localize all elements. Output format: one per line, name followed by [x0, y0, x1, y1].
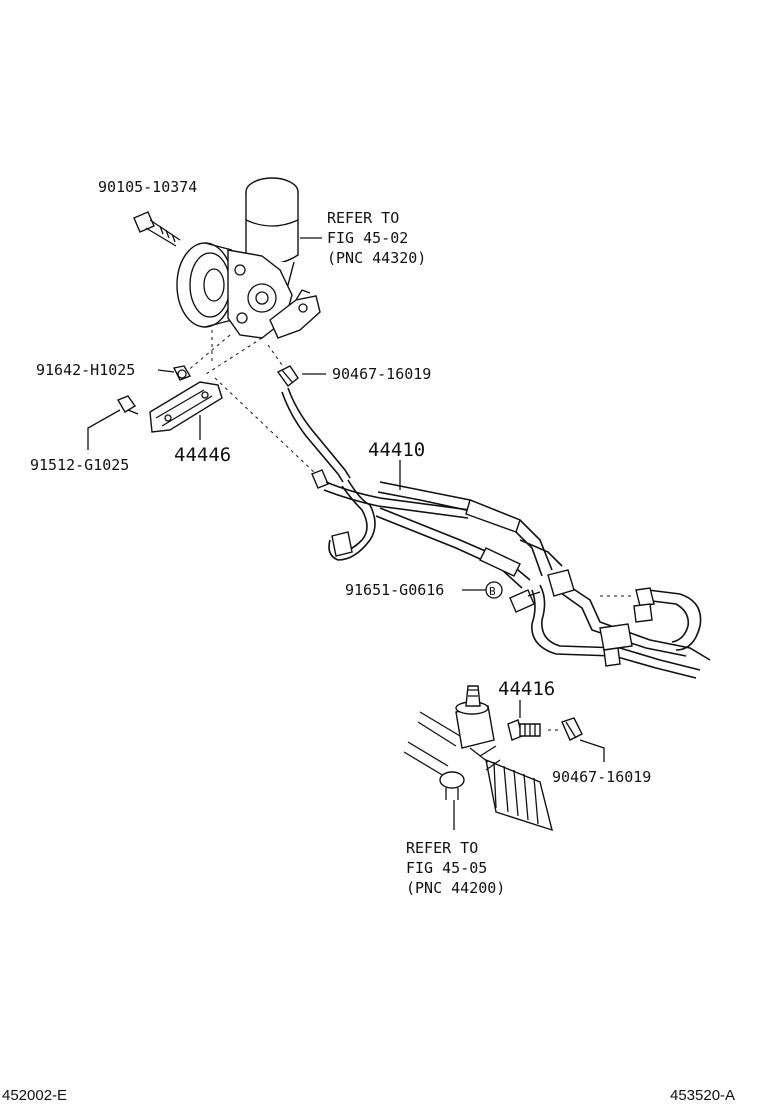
hose-clip-top	[276, 365, 299, 388]
label-clamp-bolt: 91651-G0616	[345, 581, 444, 599]
label-hose-assembly: 44410	[368, 439, 425, 461]
union-fitting	[507, 719, 541, 741]
footer-right-code: 453520-A	[670, 1087, 735, 1104]
label-pump-bolt: 90105-10374	[98, 178, 197, 196]
clamp-bolt	[509, 589, 541, 613]
refer-pump-line3: (PNC 44320)	[327, 249, 426, 267]
label-union: 44416	[498, 678, 555, 700]
refer-rack-line2: FIG 45-05	[406, 859, 487, 877]
clamp-marker-label: B	[489, 585, 496, 598]
label-lower-bolt: 91512-G1025	[30, 456, 129, 474]
footer-left-code: 452002-E	[2, 1087, 67, 1104]
pressure-hose-assembly	[281, 387, 711, 679]
pump-bracket	[149, 381, 223, 433]
steering-rack	[403, 685, 553, 832]
refer-rack-line3: (PNC 44200)	[406, 879, 505, 897]
lower-bolt	[116, 395, 139, 415]
hose-clip-bottom	[561, 717, 583, 741]
refer-pump-line2: FIG 45-02	[327, 229, 408, 247]
label-clip-top: 90467-16019	[332, 365, 431, 383]
bracket-bolt	[172, 365, 192, 381]
refer-rack-line1: REFER TO	[406, 839, 478, 857]
label-bracket-bolt: 91642-H1025	[36, 361, 135, 379]
power-steering-pump	[176, 177, 321, 339]
label-clip-bottom: 90467-16019	[552, 768, 651, 786]
pump-bolt	[133, 211, 181, 247]
refer-pump-line1: REFER TO	[327, 209, 399, 227]
label-bracket: 44446	[174, 444, 231, 466]
clamp-marker-circle	[485, 581, 503, 599]
